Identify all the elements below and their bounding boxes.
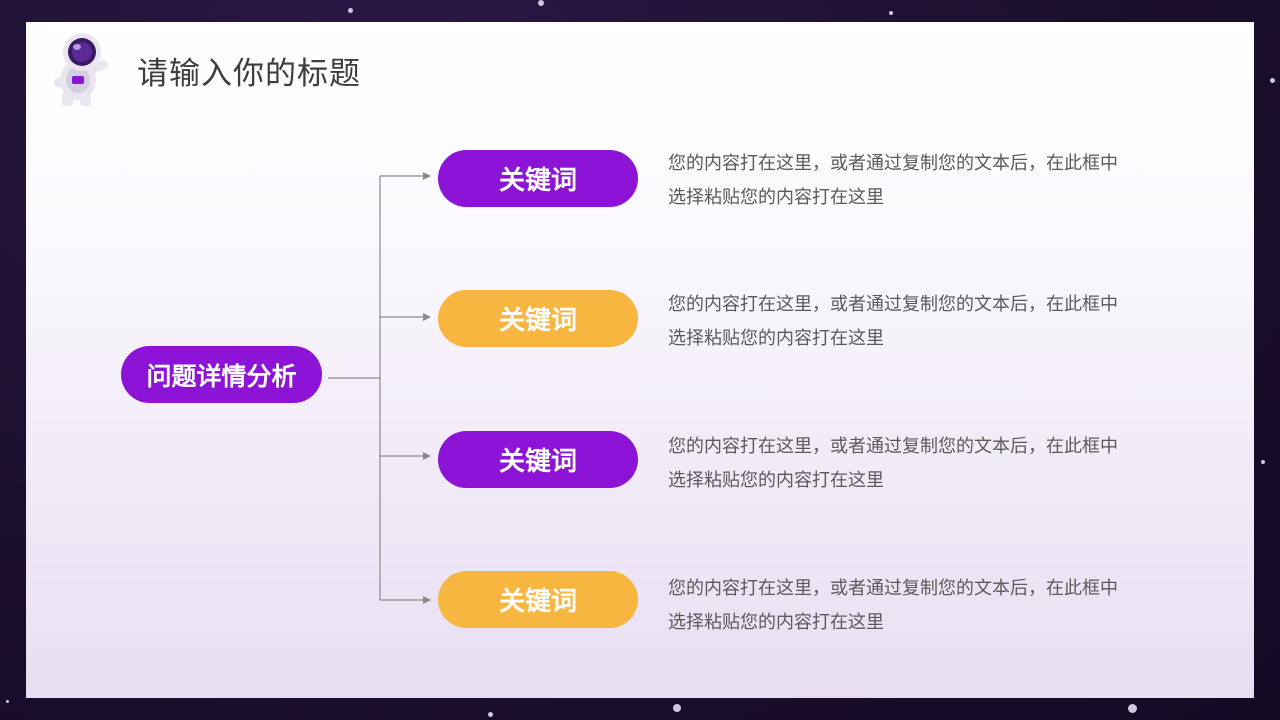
connector-lines bbox=[328, 172, 431, 604]
description-line: 您的内容打在这里，或者通过复制您的文本后，在此框中 bbox=[668, 578, 1118, 599]
keyword-pill: 关键词 bbox=[438, 571, 638, 628]
description-line: 选择粘贴您的内容打在这里 bbox=[668, 187, 884, 208]
astronaut-icon bbox=[54, 33, 108, 106]
star bbox=[889, 11, 893, 15]
root-topic: 问题详情分析 bbox=[121, 346, 322, 403]
slide: 请输入你的标题 问题详情分析 关键词 您的内容打在这里，或者通过复制您的文本后，… bbox=[26, 22, 1254, 698]
keyword-pill: 关键词 bbox=[438, 290, 638, 347]
star bbox=[6, 700, 9, 703]
keyword-pill: 关键词 bbox=[438, 431, 638, 488]
star bbox=[348, 8, 353, 13]
description-line: 选择粘贴您的内容打在这里 bbox=[668, 612, 884, 633]
keyword-description: 您的内容打在这里，或者通过复制您的文本后，在此框中 选择粘贴您的内容打在这里 bbox=[668, 288, 1148, 356]
page-title: 请输入你的标题 bbox=[137, 56, 361, 92]
keyword-description: 您的内容打在这里，或者通过复制您的文本后，在此框中 选择粘贴您的内容打在这里 bbox=[668, 572, 1148, 640]
description-line: 选择粘贴您的内容打在这里 bbox=[668, 328, 884, 349]
star bbox=[1128, 704, 1137, 713]
description-line: 您的内容打在这里，或者通过复制您的文本后，在此框中 bbox=[668, 294, 1118, 315]
star bbox=[1261, 460, 1265, 464]
star bbox=[538, 0, 544, 6]
keyword-description: 您的内容打在这里，或者通过复制您的文本后，在此框中 选择粘贴您的内容打在这里 bbox=[668, 430, 1148, 498]
description-line: 您的内容打在这里，或者通过复制您的文本后，在此框中 bbox=[668, 153, 1118, 174]
description-line: 您的内容打在这里，或者通过复制您的文本后，在此框中 bbox=[668, 436, 1118, 457]
keyword-description: 您的内容打在这里，或者通过复制您的文本后，在此框中 选择粘贴您的内容打在这里 bbox=[668, 147, 1148, 215]
star bbox=[488, 712, 493, 717]
star bbox=[673, 704, 681, 712]
star bbox=[1270, 78, 1275, 83]
description-line: 选择粘贴您的内容打在这里 bbox=[668, 470, 884, 491]
keyword-pill: 关键词 bbox=[438, 150, 638, 207]
